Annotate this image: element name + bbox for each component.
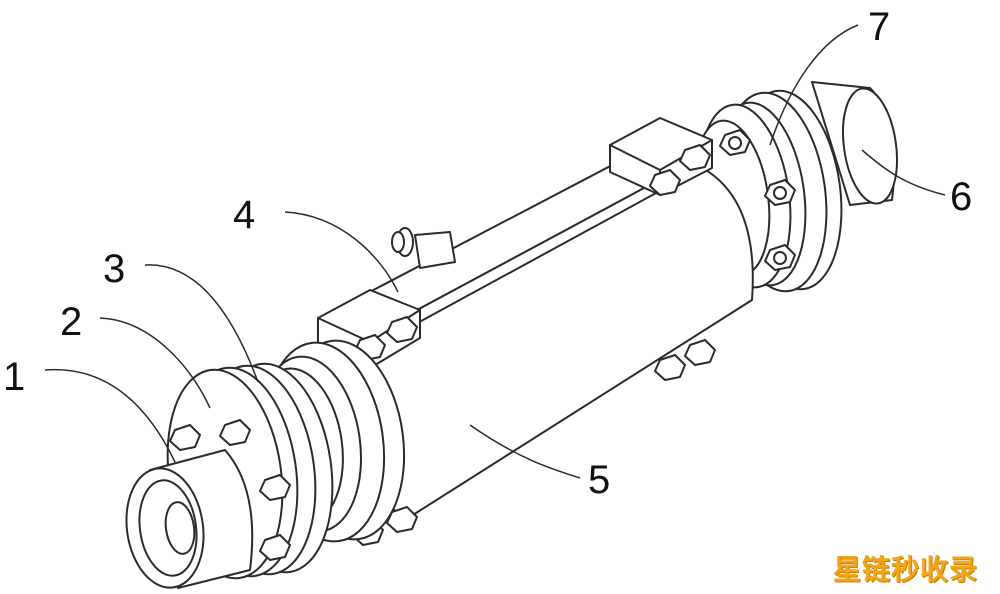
leader-line-4 xyxy=(284,211,399,293)
left-flange-bolt xyxy=(169,424,201,451)
bottom-bolt xyxy=(684,339,716,366)
left-end-pipe xyxy=(125,449,254,589)
leader-line-2 xyxy=(99,317,211,409)
leader-line-3 xyxy=(144,264,259,383)
part-label-1: 1 xyxy=(3,355,25,399)
right-flange-bolt xyxy=(719,129,751,156)
part-labels: 1 2 3 4 5 6 7 xyxy=(3,5,972,502)
left-flange-bolt xyxy=(259,474,291,501)
part-label-5: 5 xyxy=(588,458,610,502)
bottom-bolt xyxy=(654,354,686,381)
leader-line-7 xyxy=(769,24,859,146)
bracket-bolt xyxy=(386,316,418,343)
right-flange-bolt xyxy=(764,179,796,206)
leader-line-5 xyxy=(469,424,581,479)
right-end-pipe xyxy=(811,81,898,206)
left-flange-bolt xyxy=(219,419,251,446)
watermark-logo: 星链秒收录 xyxy=(832,553,978,586)
left-flange-bolt xyxy=(259,534,291,561)
part-label-7: 7 xyxy=(868,5,890,49)
bottom-bolt xyxy=(386,506,418,533)
right-flange-bolt xyxy=(764,244,796,271)
leader-line-6 xyxy=(861,149,946,196)
part-label-2: 2 xyxy=(60,300,82,344)
back-stud xyxy=(391,227,456,269)
part-label-6: 6 xyxy=(950,175,972,219)
bracket-bolt xyxy=(649,169,681,196)
part-label-4: 4 xyxy=(233,193,255,237)
part-label-3: 3 xyxy=(103,247,125,291)
leader-line-1 xyxy=(44,368,176,463)
leader-lines xyxy=(44,24,946,479)
bracket-bolt xyxy=(679,144,711,171)
